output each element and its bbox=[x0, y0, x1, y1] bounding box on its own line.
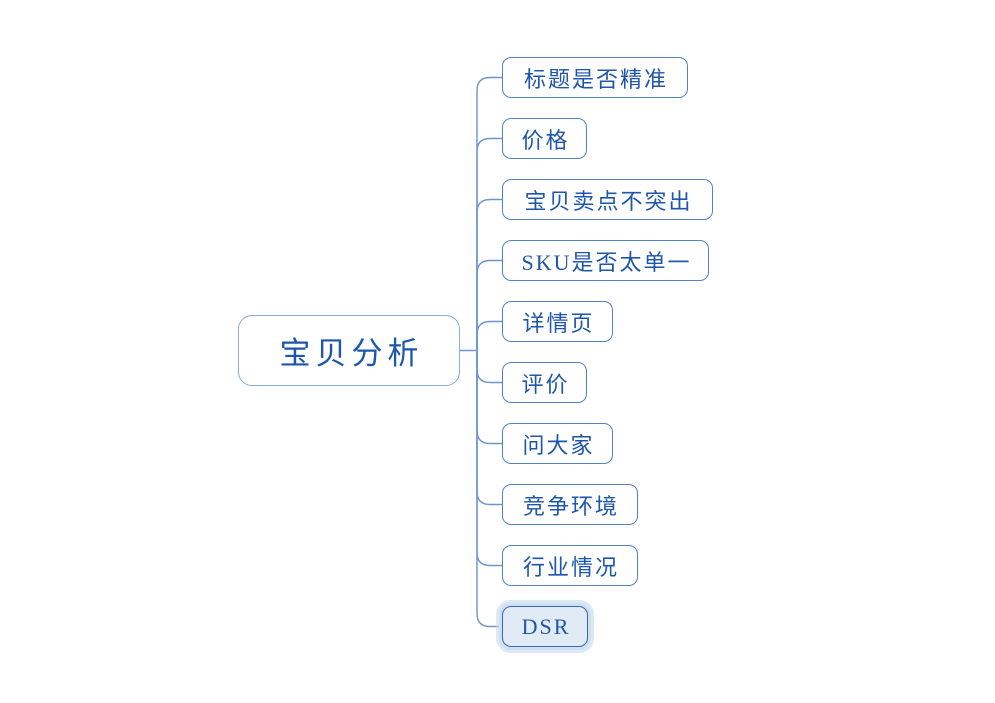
subtopic-label: 标题是否精准 bbox=[523, 66, 668, 92]
root-topic-label: 宝贝分析 bbox=[279, 336, 424, 371]
subtopic-node[interactable]: 问大家 bbox=[502, 423, 613, 464]
subtopic-label: 问大家 bbox=[522, 432, 595, 458]
root-topic-node[interactable]: 宝贝分析 bbox=[238, 315, 460, 386]
subtopic-node[interactable]: 评价 bbox=[502, 362, 587, 403]
subtopic-node[interactable]: 竞争环境 bbox=[502, 484, 638, 525]
subtopic-node[interactable]: 价格 bbox=[502, 118, 587, 159]
subtopic-node-selected[interactable]: DSR bbox=[502, 606, 588, 647]
subtopic-label: 竞争环境 bbox=[522, 493, 619, 519]
subtopic-node[interactable]: 详情页 bbox=[502, 301, 613, 342]
subtopic-node[interactable]: SKU是否太单一 bbox=[502, 240, 709, 281]
subtopic-label: 行业情况 bbox=[522, 554, 619, 580]
subtopic-label: DSR bbox=[521, 613, 571, 639]
subtopic-label: 价格 bbox=[521, 127, 570, 153]
subtopic-label: 评价 bbox=[521, 371, 570, 397]
subtopic-label: SKU是否太单一 bbox=[521, 249, 692, 275]
subtopic-node[interactable]: 宝贝卖点不突出 bbox=[502, 179, 713, 220]
subtopic-node[interactable]: 标题是否精准 bbox=[502, 57, 688, 98]
subtopic-label: 宝贝卖点不突出 bbox=[524, 188, 693, 214]
subtopic-node[interactable]: 行业情况 bbox=[502, 545, 638, 586]
subtopic-label: 详情页 bbox=[522, 310, 595, 336]
